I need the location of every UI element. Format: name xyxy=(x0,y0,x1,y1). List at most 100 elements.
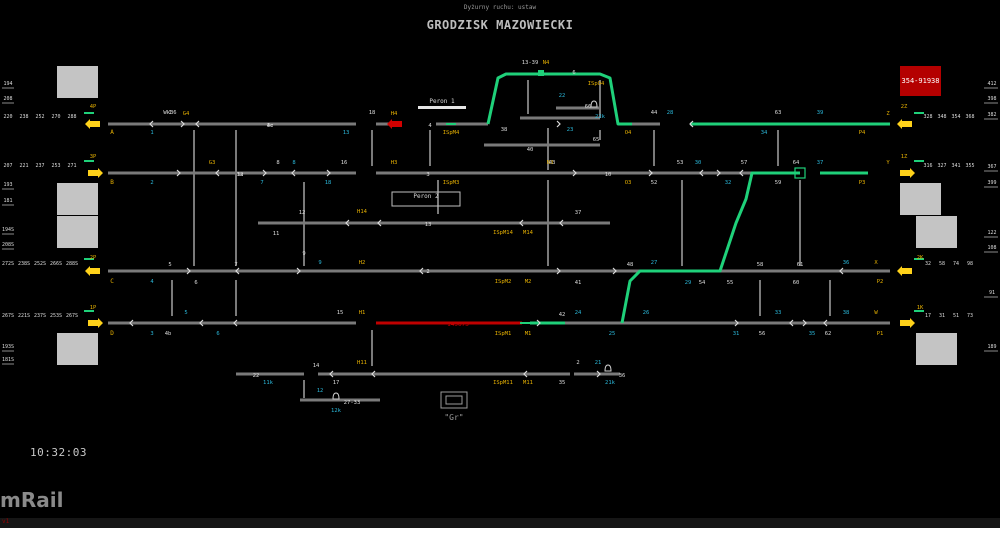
right-counter-t2-0: 316 xyxy=(923,163,932,169)
left-counter-t1-2: 252 xyxy=(35,114,44,120)
switch-chevron-29[interactable] xyxy=(377,219,382,227)
signal-label-M1: M1 xyxy=(525,331,532,337)
signal-2Z-icon[interactable] xyxy=(897,119,912,129)
switch-chevron-23[interactable] xyxy=(572,169,577,177)
track-number-1: 3a xyxy=(237,172,244,178)
right-counter-t4-0: 17 xyxy=(925,313,931,319)
signal-H4-red-icon[interactable] xyxy=(387,119,402,129)
signal-label-1K: 1K xyxy=(917,305,924,311)
gr-device-frame[interactable] xyxy=(440,391,468,409)
right-counter-t4-2: 51 xyxy=(953,313,959,319)
platform-2-label: Peron 2 xyxy=(413,193,439,200)
track-number-20: 27-33 xyxy=(344,400,361,406)
track-number-42: 62 xyxy=(825,331,832,337)
window-bottom-strip xyxy=(0,528,1000,538)
left-side-counter-7: 181S xyxy=(2,357,14,363)
left-counter-t2-3: 253 xyxy=(51,163,60,169)
platform-1-label: Peron 1 xyxy=(429,98,455,105)
track-number-cyan-31: 38 xyxy=(843,310,850,316)
right-counter-t1-2: 354 xyxy=(951,114,960,120)
signal-label-M14: M14 xyxy=(523,230,534,236)
signal-65-box-icon[interactable] xyxy=(794,167,806,179)
switch-chevron-37[interactable] xyxy=(802,319,807,327)
track-number-cyan-0: 1 xyxy=(150,130,153,136)
switch-chevron-22[interactable] xyxy=(556,120,561,128)
switch-chevron-19[interactable] xyxy=(789,319,794,327)
signal-label-ISpM4: ISpM4 xyxy=(443,130,460,136)
track-number-cyan-10: 13 xyxy=(343,130,350,136)
switch-chevron-25[interactable] xyxy=(699,169,704,177)
switch-chevron-17[interactable] xyxy=(536,319,541,327)
bell-icon[interactable] xyxy=(332,392,340,400)
signal-1K-icon[interactable] xyxy=(900,318,915,328)
signal-1P-icon[interactable] xyxy=(88,318,103,328)
signal-4P-icon[interactable] xyxy=(85,119,100,129)
track-number-28: 42 xyxy=(559,312,566,318)
switch-chevron-27[interactable] xyxy=(739,169,744,177)
switch-chevron-2[interactable] xyxy=(176,169,181,177)
left-counter-t4-2: 237S xyxy=(34,313,46,319)
signal-2K-icon[interactable] xyxy=(897,266,912,276)
left-side-counter-3: 181 xyxy=(3,198,12,204)
track-number-41: 61 xyxy=(797,262,804,268)
track-number-6: 5 xyxy=(168,262,171,268)
switch-chevron-21[interactable] xyxy=(180,120,185,128)
signal-2P-icon[interactable] xyxy=(85,266,100,276)
switch-chevron-12[interactable] xyxy=(612,267,617,275)
track-number-36: 56 xyxy=(759,331,766,337)
left-counter-t2-1: 221 xyxy=(19,163,28,169)
track-number-21: 13-39 xyxy=(522,60,539,66)
track-number-cyan-20: 27 xyxy=(651,260,658,266)
switch-chevron-18[interactable] xyxy=(734,319,739,327)
track-number-4: 3 xyxy=(426,172,429,178)
switch-chevron-9[interactable] xyxy=(296,267,301,275)
gr-device-label: "Gr" xyxy=(444,413,463,422)
switch-chevron-34[interactable] xyxy=(523,370,528,378)
switch-chevron-6[interactable] xyxy=(326,169,331,177)
switch-chevron-0[interactable] xyxy=(149,120,154,128)
left-counter-t3-2: 252S xyxy=(34,261,46,267)
track-number-cyan-33: 11k xyxy=(263,380,274,386)
track-number-51: 3c xyxy=(267,123,274,129)
bell-icon[interactable] xyxy=(604,364,612,372)
signal-1Z-icon[interactable] xyxy=(900,168,915,178)
train-description-box[interactable]: 354-91938 xyxy=(900,66,941,96)
switch-chevron-30[interactable] xyxy=(519,219,524,227)
track-number-49: 4b xyxy=(165,331,172,337)
switch-chevron-3[interactable] xyxy=(215,169,220,177)
switch-chevron-10[interactable] xyxy=(419,267,424,275)
switch-chevron-32[interactable] xyxy=(329,370,334,378)
switch-chevron-5[interactable] xyxy=(291,169,296,177)
bell-icon[interactable] xyxy=(590,100,598,108)
switch-chevron-1[interactable] xyxy=(195,120,200,128)
signal-N4-green-icon[interactable] xyxy=(538,70,544,76)
track-number-9: 8 xyxy=(276,160,279,166)
switch-chevron-4[interactable] xyxy=(262,169,267,177)
switch-chevron-13[interactable] xyxy=(839,267,844,275)
switch-chevron-35[interactable] xyxy=(596,370,601,378)
switch-chevron-24[interactable] xyxy=(648,169,653,177)
switch-chevron-33[interactable] xyxy=(371,370,376,378)
switch-chevron-7[interactable] xyxy=(186,267,191,275)
block-indicator-5 xyxy=(916,216,957,248)
switch-chevron-31[interactable] xyxy=(559,219,564,227)
switch-chevron-14[interactable] xyxy=(129,319,134,327)
switch-chevron-20[interactable] xyxy=(823,319,828,327)
track-number-cyan-1: 2 xyxy=(150,180,153,186)
track-number-3: 2 xyxy=(426,269,429,275)
signal-3P-icon[interactable] xyxy=(88,168,103,178)
switch-chevron-36[interactable] xyxy=(689,120,694,128)
switch-chevron-26[interactable] xyxy=(716,169,721,177)
switch-chevron-8[interactable] xyxy=(235,267,240,275)
left-counter-t1-0: 220 xyxy=(3,114,12,120)
switch-chevron-28[interactable] xyxy=(345,219,350,227)
switch-chevron-15[interactable] xyxy=(199,319,204,327)
right-counter-t2-2: 341 xyxy=(951,163,960,169)
switch-chevron-16[interactable] xyxy=(233,319,238,327)
platform-1-edge xyxy=(418,106,466,109)
track-number-19: 22 xyxy=(253,373,260,379)
track-number-23: 36 xyxy=(619,373,626,379)
switch-chevron-11[interactable] xyxy=(556,267,561,275)
